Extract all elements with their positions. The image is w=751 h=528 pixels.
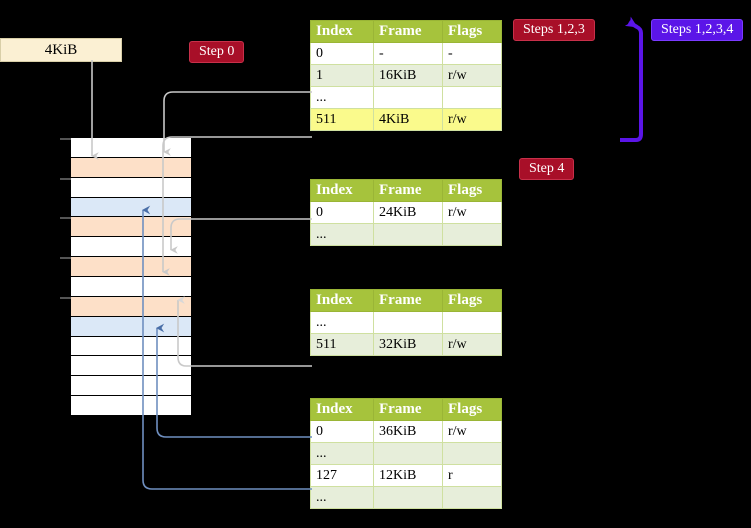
column-header-frame: Frame: [373, 398, 443, 421]
column-header-flags: Flags: [442, 179, 502, 202]
table-cell: ...: [310, 486, 374, 509]
table-cell: [442, 86, 502, 109]
table-cell: r/w: [442, 333, 502, 356]
memory-tick-mark: [60, 296, 71, 299]
table-cell: [373, 86, 443, 109]
table-cell: ...: [310, 223, 374, 246]
wire-table3-to-memory: [177, 296, 312, 367]
table-cell: -: [442, 42, 502, 65]
memory-tick-mark: [60, 177, 71, 180]
memory-row: [60, 296, 191, 317]
column-header-frame: Frame: [373, 179, 443, 202]
table-row: ...: [310, 86, 502, 109]
table-cell: [442, 442, 502, 465]
memory-tick-mark: [60, 138, 71, 140]
table-row: 0--: [310, 42, 502, 65]
column-header-index: Index: [310, 20, 374, 43]
memory-row: [71, 277, 191, 297]
table-row: ...: [310, 311, 502, 334]
arrow-steps-1234-bracket: [620, 16, 643, 142]
memory-row: [60, 138, 191, 158]
badge-step-0: Step 0: [189, 41, 245, 64]
table-cell: [373, 311, 443, 334]
memory-row: [71, 396, 191, 416]
table-cell: r/w: [442, 201, 502, 224]
table-cell: 0: [310, 420, 374, 443]
table-cell: [373, 486, 443, 509]
table-cell: 0: [310, 42, 374, 65]
table-cell: ...: [310, 442, 374, 465]
memory-row: [71, 316, 191, 337]
table-cell: 12KiB: [373, 464, 443, 487]
badge-steps-1234: Steps 1,2,3,4: [651, 19, 744, 42]
badge-steps-123: Steps 1,2,3: [513, 19, 595, 42]
table-cell: [373, 223, 443, 246]
table-cell: 36KiB: [373, 420, 443, 443]
memory-tick-mark: [60, 217, 71, 220]
table-cell: ...: [310, 311, 374, 334]
column-header-index: Index: [310, 289, 374, 312]
memory-row: [60, 177, 191, 198]
table-cell: r/w: [442, 108, 502, 131]
column-header-frame: Frame: [373, 20, 443, 43]
column-header-frame: Frame: [373, 289, 443, 312]
memory-row: [71, 237, 191, 258]
table-cell: 24KiB: [373, 201, 443, 224]
table-cell: 1: [310, 64, 374, 87]
badge-step-4: Step 4: [519, 158, 575, 181]
physical-memory-column: [60, 137, 191, 416]
table-cell: 511: [310, 333, 374, 356]
column-header-flags: Flags: [442, 398, 502, 421]
frame-size-box: 4KiB: [0, 38, 122, 62]
table-cell: r: [442, 464, 502, 487]
table-cell: -: [373, 42, 443, 65]
memory-row: [71, 376, 191, 397]
table-cell: ...: [310, 86, 374, 109]
table-cell: r/w: [442, 420, 502, 443]
table-cell: [442, 311, 502, 334]
table-cell: 511: [310, 108, 374, 131]
table-cell: 4KiB: [373, 108, 443, 131]
memory-row: [71, 197, 191, 218]
memory-row: [60, 217, 191, 238]
memory-row: [60, 257, 191, 277]
column-header-index: Index: [310, 179, 374, 202]
column-header-flags: Flags: [442, 20, 502, 43]
frame-size-label: 4KiB: [44, 41, 78, 58]
memory-row: [71, 356, 191, 377]
table-cell: [442, 223, 502, 246]
memory-tick-mark: [60, 257, 71, 260]
column-header-flags: Flags: [442, 289, 502, 312]
memory-row: [71, 157, 191, 178]
table-cell: 127: [310, 464, 374, 487]
memory-row: [71, 336, 191, 357]
column-header-index: Index: [310, 398, 374, 421]
wire-table2-to-memory: [170, 218, 312, 254]
table-row: ...: [310, 486, 502, 509]
table-row: ...: [310, 442, 502, 465]
table-cell: 32KiB: [373, 333, 443, 356]
table-cell: 16KiB: [373, 64, 443, 87]
table-cell: r/w: [442, 64, 502, 87]
table-cell: 0: [310, 201, 374, 224]
table-row: ...: [310, 223, 502, 246]
table-cell: [442, 486, 502, 509]
table-cell: [373, 442, 443, 465]
